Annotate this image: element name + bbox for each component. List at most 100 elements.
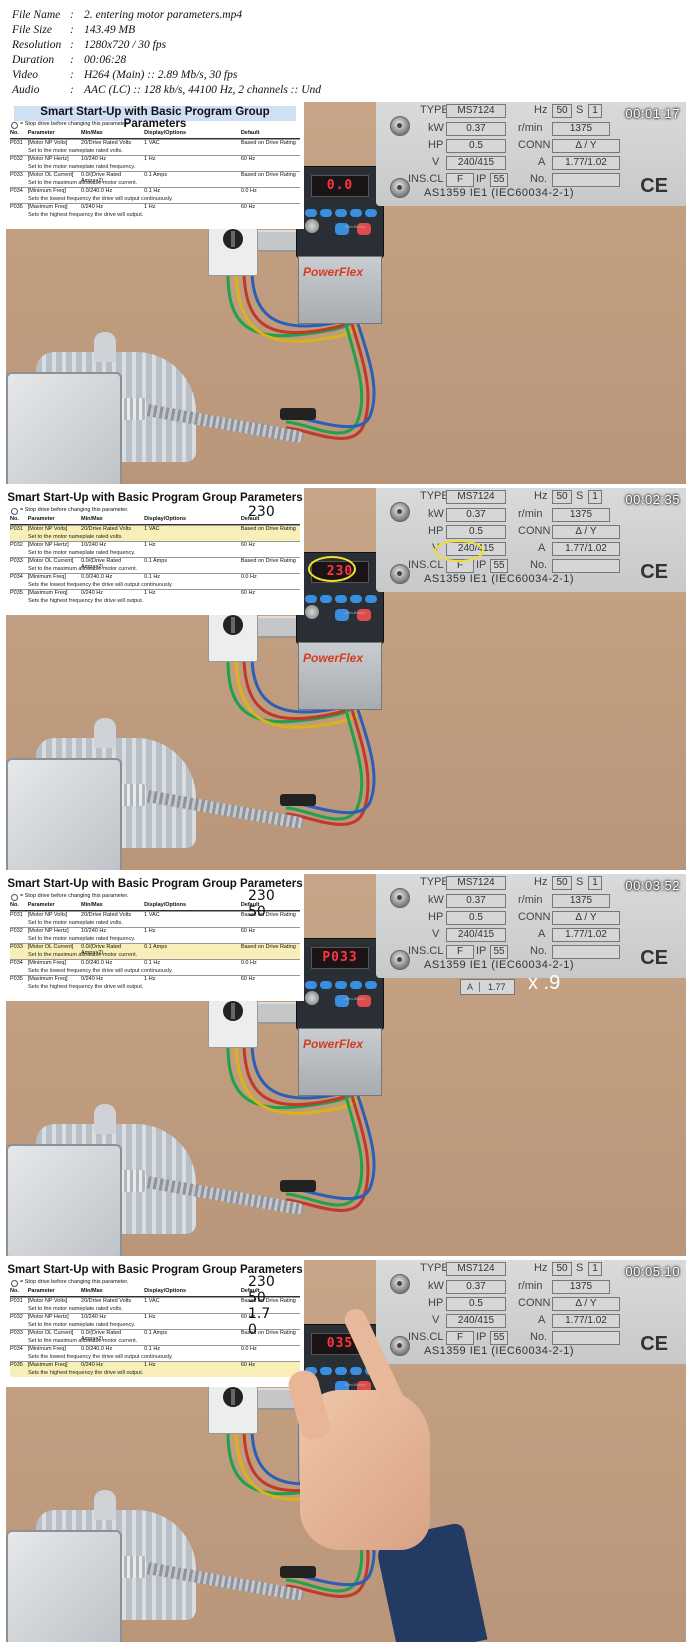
down-key[interactable]: [350, 981, 362, 989]
param-desc: Sets the highest frequency the drive wil…: [28, 984, 144, 990]
table-header: No. Parameter Min/Max Display/Options De…: [10, 130, 300, 139]
timestamp: 00:01:17: [625, 106, 680, 121]
rmin-label: r/min: [518, 122, 543, 134]
inscl-label: INS.CL: [408, 1331, 444, 1343]
speed-pot-dial[interactable]: [305, 219, 319, 233]
screw-icon: [390, 1274, 410, 1294]
stop-key[interactable]: [357, 223, 371, 235]
stop-key[interactable]: [357, 609, 371, 621]
up-key[interactable]: [335, 209, 347, 217]
no-value: [552, 945, 620, 959]
param-desc: Sets the highest frequency the drive wil…: [10, 1370, 300, 1377]
ce-mark: CE: [640, 561, 668, 583]
param-minmax: 0.0/(Drive Rated Amps×2): [81, 944, 122, 956]
esc-key[interactable]: [305, 209, 317, 217]
kw-value: 0.37: [446, 508, 506, 522]
screw-icon: [390, 888, 410, 908]
table-header: No. Parameter Min/Max Display/Options De…: [10, 1288, 300, 1297]
powerflex-logo: PowerFlex: [303, 265, 364, 279]
rmin-label: r/min: [518, 508, 543, 520]
file-info-row: Audio:AAC (LC) :: 128 kb/s, 44100 Hz, 2 …: [12, 83, 682, 98]
speed-pot-dial[interactable]: [305, 605, 319, 619]
param-default: 60 Hz: [240, 928, 256, 934]
vfd-drive: 230 Allen-Bradley PowerFlex: [296, 552, 384, 710]
sel-key[interactable]: [320, 981, 332, 989]
sel-key[interactable]: [320, 595, 332, 603]
breaker-knob[interactable]: [223, 1001, 243, 1021]
param-default: 60 Hz: [240, 156, 256, 162]
param-desc: Sets the lowest frequency the drive will…: [28, 582, 173, 588]
sheet-note: = Stop drive before changing this parame…: [6, 893, 304, 901]
param-row: P031[Motor NP Volts]20/Drive Rated Volts…: [10, 139, 300, 148]
param-minmax: 20/Drive Rated Volts: [81, 1298, 132, 1304]
up-key[interactable]: [335, 1367, 347, 1375]
ce-mark: CE: [640, 947, 668, 969]
screw-icon: [390, 502, 410, 522]
breaker-knob[interactable]: [223, 1387, 243, 1407]
highlight-circle: [308, 556, 356, 582]
param-default: Based on Drive Rating: [240, 1298, 296, 1304]
inscl-value: F: [446, 945, 474, 959]
col-default: Default: [240, 516, 260, 522]
file-info-sep: :: [70, 69, 74, 81]
param-options: 1 Hz: [144, 590, 156, 596]
inscl-label: INS.CL: [408, 559, 444, 571]
vfd-drive: P033 Allen-Bradley PowerFlex: [296, 938, 384, 1096]
conn-value: Δ / Y: [552, 1297, 620, 1311]
amps-callout-label: A: [467, 982, 474, 992]
terminal-box: [6, 758, 122, 870]
sel-key[interactable]: [320, 209, 332, 217]
esc-key[interactable]: [305, 981, 317, 989]
param-options: 1 Hz: [144, 976, 156, 982]
enter-key[interactable]: [365, 209, 377, 217]
down-key[interactable]: [350, 1367, 362, 1375]
a-value: 1.77/1.02: [552, 1314, 620, 1328]
sel-key[interactable]: [320, 1367, 332, 1375]
param-default: 60 Hz: [240, 976, 256, 982]
start-key[interactable]: [335, 609, 349, 621]
hp-value: 0.5: [446, 525, 506, 539]
speed-pot-dial[interactable]: [305, 991, 319, 1005]
parameter-sheet: Smart Start-Up with Basic Program Group …: [6, 488, 304, 615]
esc-key[interactable]: [305, 595, 317, 603]
table-row: P031[Motor NP Volts]20/Drive Rated Volts…: [10, 525, 300, 541]
param-minmax: 20/Drive Rated Volts: [81, 912, 132, 918]
up-key[interactable]: [335, 981, 347, 989]
s-value: 1: [588, 490, 602, 504]
breaker-knob[interactable]: [223, 615, 243, 635]
table-row: P031[Motor NP Volts]20/Drive Rated Volts…: [10, 139, 300, 155]
start-key[interactable]: [335, 223, 349, 235]
screw-icon: [390, 178, 410, 198]
table-row: P031[Motor NP Volts]20/Drive Rated Volts…: [10, 1297, 300, 1313]
handwritten-note: 1.7: [248, 1306, 271, 1322]
col-default: Default: [240, 130, 260, 136]
down-key[interactable]: [350, 595, 362, 603]
col-minmax: Min/Max: [81, 130, 103, 136]
standard-text: AS1359 IE1 (IEC60034-2-1): [424, 573, 575, 585]
start-key[interactable]: [335, 995, 349, 1007]
param-no: P035: [10, 1362, 23, 1368]
inscl-value: F: [446, 173, 474, 187]
up-key[interactable]: [335, 595, 347, 603]
drive-keypad: P033 Allen-Bradley: [296, 938, 384, 1030]
vfd-drive: 0.0 Allen-Bradley PowerFlex: [296, 166, 384, 324]
param-options: 1 Hz: [144, 1362, 156, 1368]
param-minmax: 0/240 Hz: [81, 1362, 104, 1368]
ce-mark: CE: [640, 175, 668, 197]
enter-key[interactable]: [365, 981, 377, 989]
drive-display: P033: [311, 947, 369, 969]
stop-key[interactable]: [357, 995, 371, 1007]
down-key[interactable]: [350, 209, 362, 217]
param-name: [Motor OL Current]: [27, 558, 74, 564]
param-no: P034: [10, 188, 23, 194]
ce-mark: CE: [640, 1333, 668, 1355]
breaker-knob[interactable]: [223, 229, 243, 249]
param-minmax: 20/Drive Rated Volts: [81, 140, 132, 146]
ip-label: IP: [476, 559, 487, 571]
col-no: No.: [10, 516, 19, 522]
enter-key[interactable]: [365, 595, 377, 603]
type-value: MS7124: [446, 490, 506, 504]
